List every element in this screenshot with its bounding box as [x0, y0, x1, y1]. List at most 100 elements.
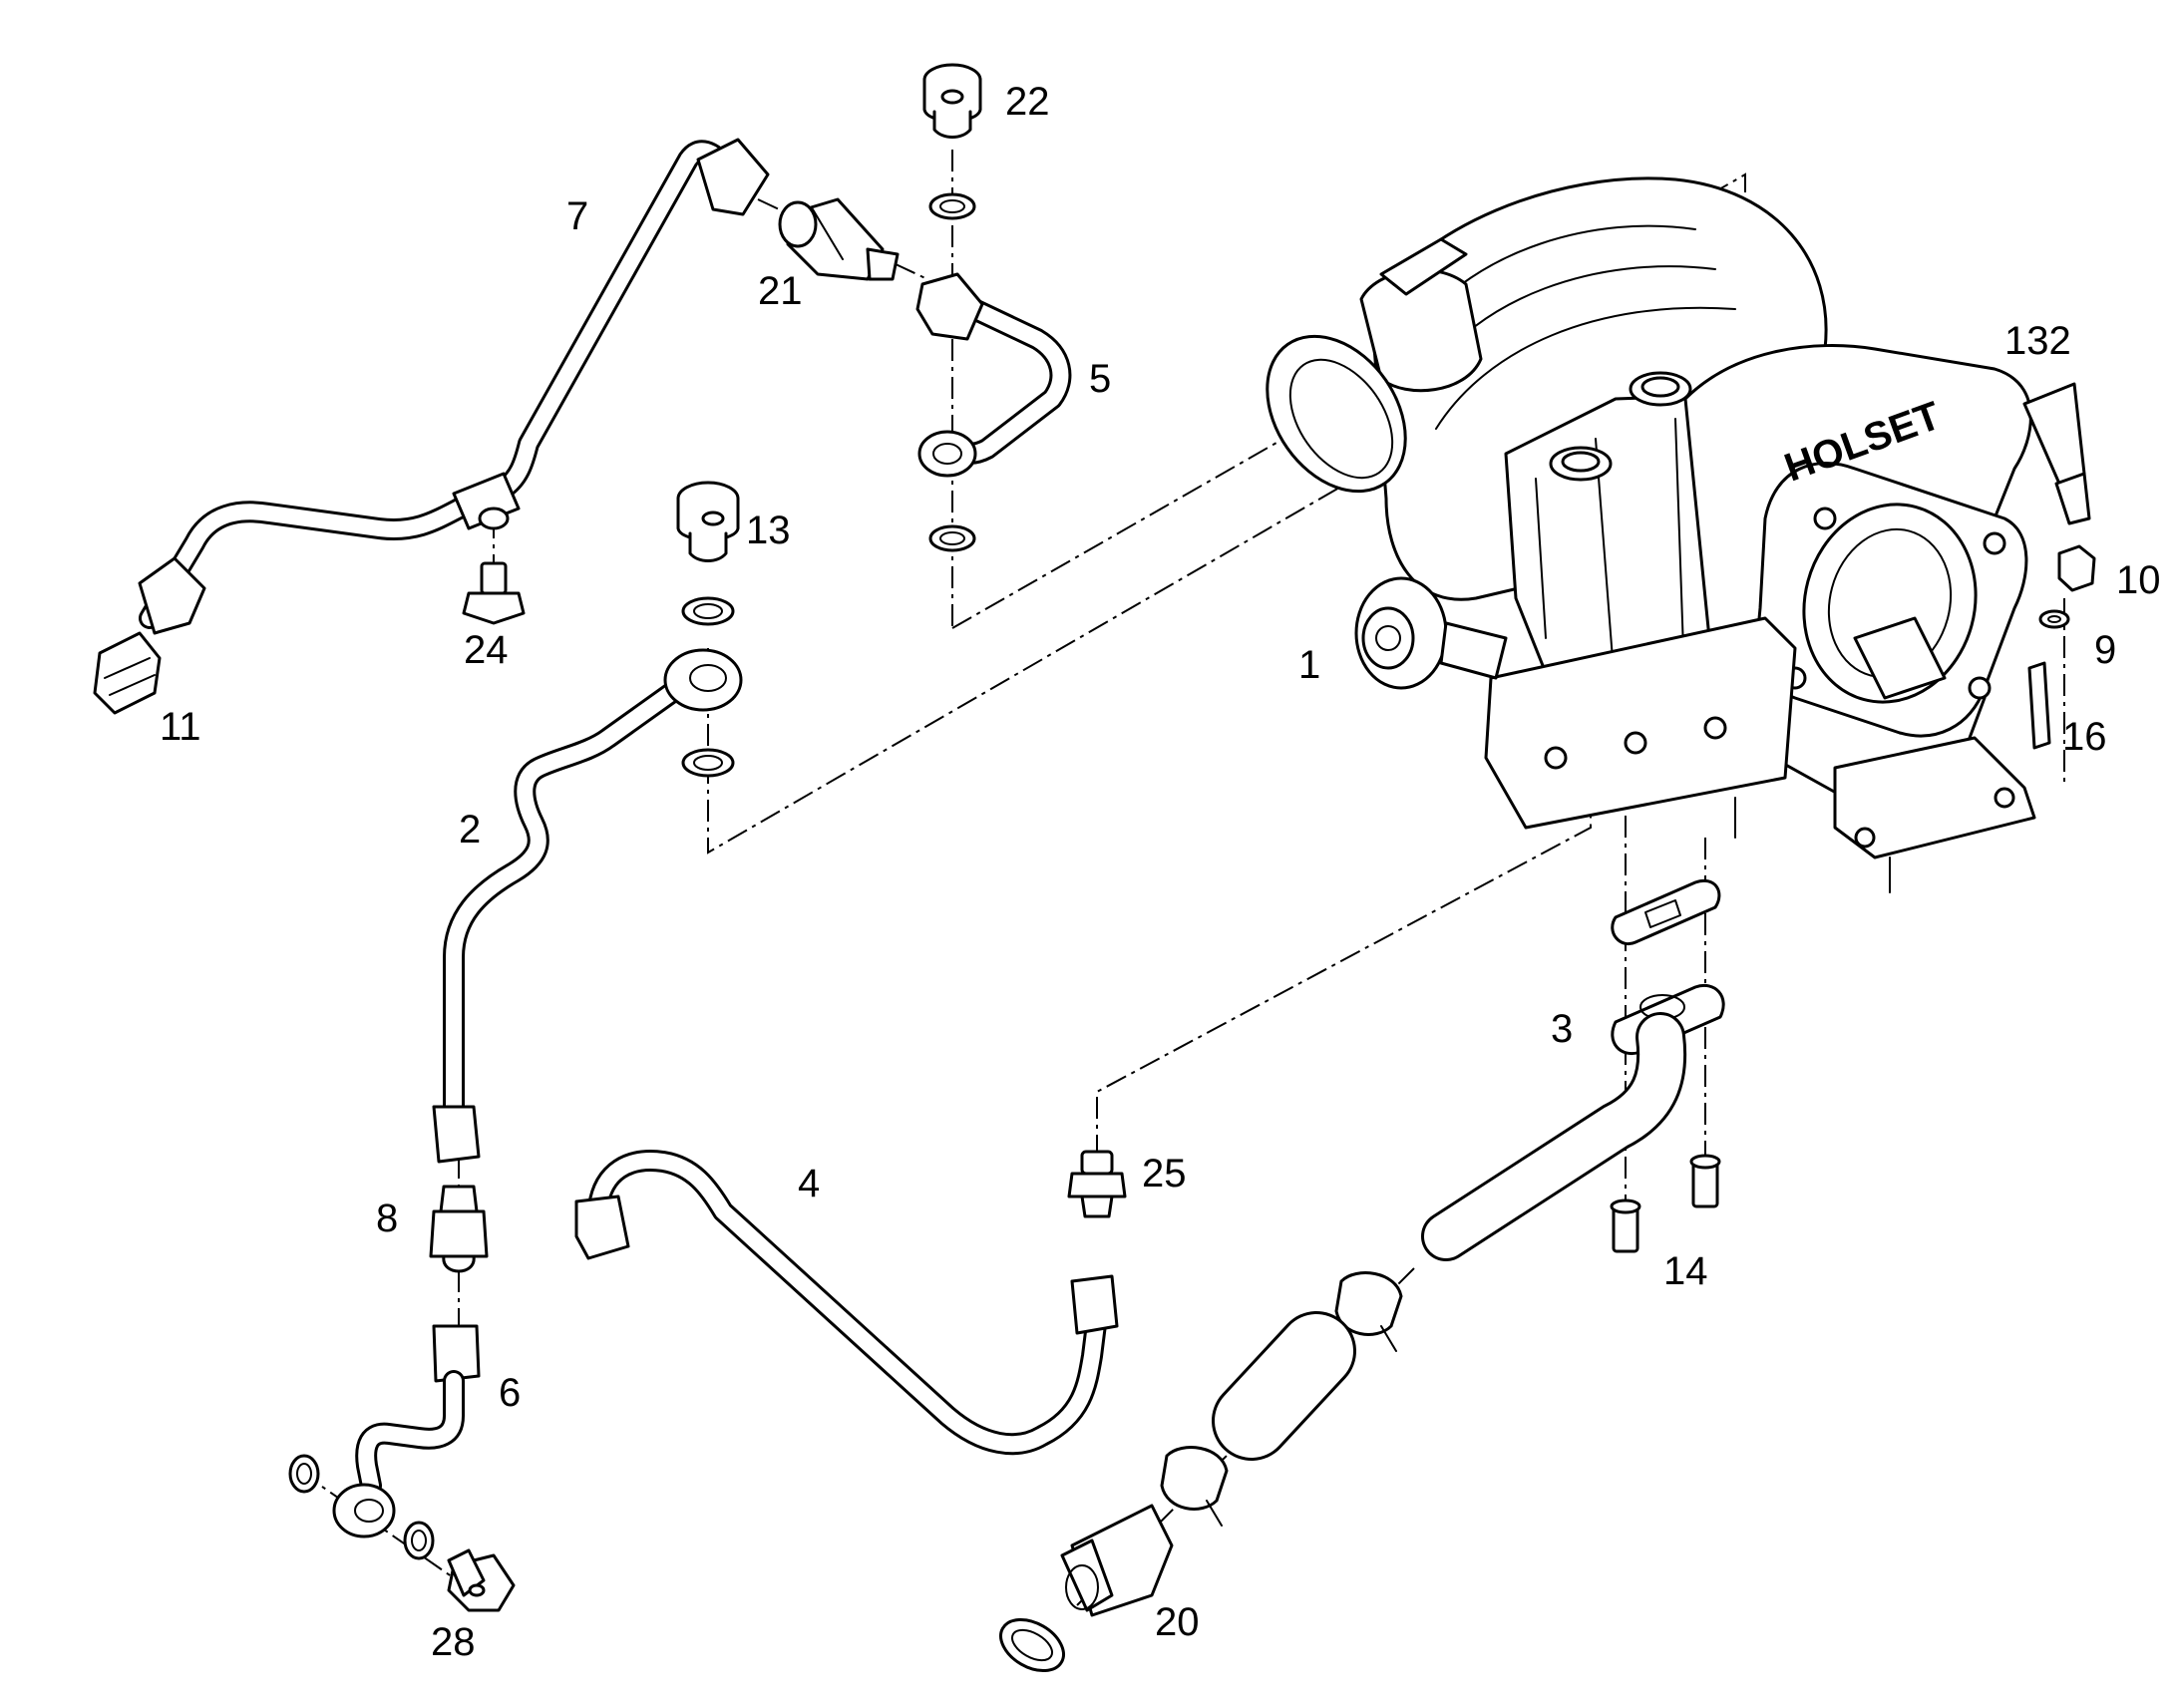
- turbine-outlet-bore: [1827, 527, 1953, 679]
- callout-132: 132: [2004, 319, 2071, 363]
- gasket-hole: [1644, 899, 1681, 928]
- flange-bolt: [1813, 507, 1837, 530]
- drain-hose-assembly: [1160, 1271, 1403, 1527]
- oil-port-side-inner: [1561, 451, 1601, 473]
- bearing-housing-rib: [1535, 478, 1547, 639]
- oil-pipe-6: [332, 1324, 481, 1538]
- oil-pipe-4: [574, 1150, 1119, 1456]
- pipe-5-banjo: [917, 430, 977, 478]
- part-16-stud: [2027, 661, 2051, 750]
- part-14-bolts: [1610, 1154, 1721, 1253]
- callout-9: 9: [2094, 628, 2116, 672]
- washer-20-bore: [1011, 1628, 1053, 1662]
- callout-4: 4: [798, 1162, 820, 1205]
- washer-2-lower: [681, 748, 735, 778]
- pipe-4-tube: [587, 1150, 1108, 1456]
- washer-5-lower-bore: [939, 531, 965, 545]
- pipe-2-banjo: [663, 648, 743, 712]
- wastegate-bracket: [1853, 616, 1947, 700]
- leader-28-6: [298, 1470, 480, 1596]
- callout-20: 20: [1155, 1600, 1200, 1644]
- part-24-bolt: [462, 561, 526, 625]
- flange-bolt: [1983, 531, 2006, 555]
- drain-tube-inner: [1424, 1015, 1684, 1258]
- base-bolt: [1994, 787, 2015, 809]
- pipe-6-tube-inner: [358, 1373, 462, 1494]
- part-10-nut: [2057, 544, 2096, 592]
- turbine-base-flange: [1833, 736, 2036, 859]
- part-25-adapter: [1067, 1150, 1127, 1218]
- speed-sensor-stem: [1439, 621, 1508, 680]
- pipe-2-nut: [432, 1105, 481, 1164]
- washer-13-upper: [681, 596, 735, 626]
- part-3-drain-tube: [1421, 878, 1725, 1261]
- oil-port-top-inner: [1640, 376, 1680, 398]
- manifold-stud: [1544, 746, 1568, 770]
- callout-24: 24: [464, 628, 509, 672]
- pipe-7-nut: [696, 138, 770, 216]
- washer-20: [999, 1617, 1065, 1673]
- part-21-check-valve: [778, 197, 900, 281]
- compressor-scroll-line: [1435, 306, 1736, 430]
- drain-hose-inner: [1215, 1314, 1353, 1458]
- washer-22-upper: [928, 192, 976, 220]
- pipe-7-tube: [139, 140, 739, 629]
- callout-2: 2: [459, 808, 481, 852]
- hose-clamp-lower: [1160, 1446, 1229, 1511]
- pipe-4-left-nut: [574, 1195, 630, 1260]
- pipe-6-banjo: [332, 1483, 396, 1538]
- washer-6-left-bore: [296, 1463, 312, 1485]
- hose-clamp-tab: [1380, 1325, 1397, 1352]
- washer-13-upper-bore: [693, 603, 723, 619]
- callout-16: 16: [2062, 715, 2107, 759]
- part-11-fitting: [93, 631, 162, 715]
- part-132-sealant-tube: [2022, 382, 2091, 525]
- pipe-5-nut: [915, 272, 984, 341]
- callout-6: 6: [499, 1371, 521, 1415]
- callout-22: 22: [1005, 80, 1050, 124]
- compressor-outlet-bore: [1288, 358, 1394, 480]
- pipe-2-tube-inner: [446, 680, 686, 1125]
- part-22-banjo-bolt: [922, 63, 982, 139]
- turbocharger-assembly: HOLSET: [1266, 176, 2036, 893]
- pipe-6-nut: [432, 1324, 481, 1383]
- oil-pipe-2: [432, 648, 743, 1164]
- gasket: [1611, 878, 1721, 946]
- speed-sensor-cap: [1361, 606, 1415, 670]
- compressor-outlet-flange: [1266, 334, 1407, 494]
- washer-2-lower-bore: [693, 755, 723, 771]
- manifold-stud: [1703, 716, 1727, 740]
- pipe-7-lower-nut: [138, 556, 206, 635]
- oil-pipe-5: [915, 272, 1072, 478]
- pipe-4-right-nut: [1070, 1274, 1119, 1335]
- manifold-stud: [1624, 731, 1647, 755]
- callout-14: 14: [1663, 1249, 1708, 1293]
- callout-3: 3: [1551, 1007, 1573, 1051]
- pipe-2-banjo-bore: [689, 664, 727, 692]
- compressor-top-bracket: [1379, 237, 1468, 296]
- callout-25: 25: [1142, 1152, 1187, 1196]
- part-28-banjo-bolt: [447, 1548, 516, 1612]
- callout-1: 1: [1298, 643, 1320, 687]
- pipe-6-banjo-bore: [354, 1499, 384, 1523]
- callout-10: 10: [2116, 558, 2161, 602]
- hose-clamp-lower-tab: [1206, 1500, 1223, 1527]
- callout-13: 13: [746, 509, 791, 552]
- washer-22-upper-bore: [939, 199, 965, 213]
- flange-bolt: [1968, 676, 1992, 700]
- callout-8: 8: [376, 1196, 398, 1240]
- washer-5-lower: [928, 524, 976, 552]
- speed-sensor-center: [1375, 625, 1401, 651]
- part-8-union: [429, 1185, 489, 1273]
- washer-6-right-bore: [411, 1530, 427, 1551]
- callout-5: 5: [1089, 357, 1111, 401]
- part-13-banjo-bolt: [676, 481, 740, 562]
- pipe-7-clamp-hole: [478, 507, 510, 530]
- lower-manifold: [1484, 616, 1797, 830]
- part-9-washer: [2038, 609, 2070, 629]
- base-bolt: [1854, 827, 1876, 849]
- part-20-sensor: [1060, 1504, 1174, 1617]
- oil-pipe-7: [138, 138, 770, 635]
- callout-28: 28: [431, 1620, 476, 1664]
